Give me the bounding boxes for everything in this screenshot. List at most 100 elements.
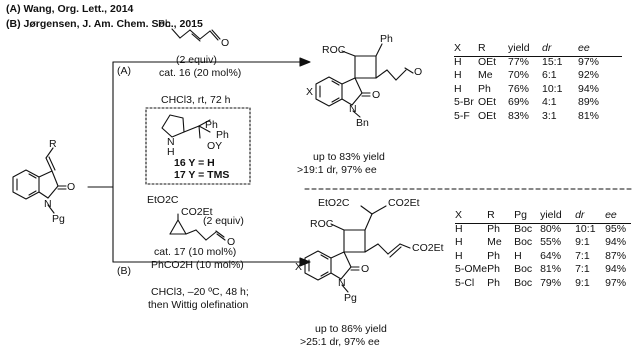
product-a-ph: Ph xyxy=(380,33,393,45)
table-cell: Ph xyxy=(487,222,500,235)
table-cell: H xyxy=(455,222,463,235)
table-b-header-rule xyxy=(455,223,631,224)
table-cell: H xyxy=(455,236,463,249)
catalyst-box-border xyxy=(145,107,251,185)
product-b-ester-right: CO2Et xyxy=(388,197,420,209)
catalyst-ph1-label: Ph xyxy=(205,119,218,131)
table-cell: 80% xyxy=(540,222,562,235)
table-cell: 94% xyxy=(605,236,627,249)
table-cell: Boc xyxy=(514,263,533,276)
table-cell: 94% xyxy=(578,82,600,95)
table-b-header-ee: ee xyxy=(605,209,617,221)
table-cell: 69% xyxy=(508,96,530,109)
table-cell: H xyxy=(455,249,463,262)
table-cell: Me xyxy=(487,236,502,249)
reference-a: (A) Wang, Org. Lett., 2014 xyxy=(6,4,133,15)
table-cell: 79% xyxy=(540,276,562,289)
table-cell: 55% xyxy=(540,236,562,249)
table-cell: 89% xyxy=(578,96,600,109)
table-cell: 15:1 xyxy=(542,55,563,68)
product-b-n: N xyxy=(338,277,346,289)
reagent-a-o-text: O xyxy=(221,37,230,49)
table-cell: Boc xyxy=(514,236,533,249)
route-b-conditions1: CHCl3, –20 ºC, 48 h; xyxy=(151,286,249,298)
route-b-conditions2: then Wittig olefination xyxy=(148,299,249,311)
table-cell: Ph xyxy=(487,276,500,289)
route-b-equiv: (2 equiv) xyxy=(203,215,244,227)
table-cell: OEt xyxy=(478,96,497,109)
table-cell: Ph xyxy=(478,82,491,95)
reagent-a-cinnamaldehyde xyxy=(171,28,221,42)
product-b-ester-left: EtO2C xyxy=(318,197,350,209)
table-cell: 87% xyxy=(605,249,627,262)
table-a-header-ee: ee xyxy=(578,42,590,54)
reagent-b-ester2: CO2Et xyxy=(181,206,213,218)
route-a-outcome-dr: >19:1 dr, 97% ee xyxy=(297,164,377,176)
table-a-header-row: X R yield dr ee xyxy=(454,42,606,56)
table-b-header-r: R xyxy=(487,209,495,221)
catalyst-structure xyxy=(161,114,211,139)
table-cell: Ph xyxy=(487,263,500,276)
route-a-label: (A) xyxy=(117,65,131,77)
catalyst-line1: 16 Y = H xyxy=(174,157,215,169)
catalyst-oy-label: OY xyxy=(207,140,223,152)
substrate-n-label: N xyxy=(44,198,52,210)
catalyst-ph2-label: Ph xyxy=(216,129,229,141)
product-a-o: O xyxy=(372,89,381,101)
table-cell: 64% xyxy=(540,249,562,262)
route-b-outcome-dr: >25:1 dr, 97% ee xyxy=(300,336,380,348)
table-a-header-yield: yield xyxy=(508,42,530,54)
product-b-o: O xyxy=(361,263,370,275)
product-a-bn: Bn xyxy=(356,117,369,129)
product-b-x: X xyxy=(295,261,303,273)
table-cell: 5-Cl xyxy=(455,276,475,289)
table-cell: H xyxy=(454,55,462,68)
table-b-header-dr: dr xyxy=(575,209,585,221)
table-cell: 81% xyxy=(540,263,562,276)
table-cell: 7:1 xyxy=(575,249,590,262)
table-a-header-rule xyxy=(454,56,622,57)
table-cell: 92% xyxy=(578,69,600,82)
substrate-o-label: O xyxy=(67,181,76,193)
table-cell: Ph xyxy=(487,249,500,262)
substrate-pg-label: Pg xyxy=(52,213,65,225)
table-b-header-yield: yield xyxy=(540,209,562,221)
product-a-roc: ROC xyxy=(322,44,346,56)
table-cell: OEt xyxy=(478,55,497,68)
table-b-header-pg: Pg xyxy=(514,209,527,221)
table-b-header-x: X xyxy=(455,209,463,221)
reagent-a-o-label: O xyxy=(221,38,229,49)
route-a-equiv: (2 equiv) xyxy=(176,54,217,66)
table-cell: 3:1 xyxy=(542,109,557,122)
table-cell: 94% xyxy=(605,263,627,276)
table-cell: 97% xyxy=(578,55,600,68)
table-cell: 95% xyxy=(605,222,627,235)
route-b-additive: PhCO2H (10 mol%) xyxy=(151,259,244,271)
table-row: H Me Boc 55% 9:1 94% xyxy=(455,236,631,250)
table-cell: 9:1 xyxy=(575,236,590,249)
substrate-structure xyxy=(12,147,67,214)
table-cell: H xyxy=(454,69,462,82)
route-b-catalyst: cat. 17 (10 mol%) xyxy=(154,246,237,258)
table-a-header-dr: dr xyxy=(542,42,552,54)
product-a-n: N xyxy=(349,103,357,115)
route-b-outcome-yield: up to 86% yield xyxy=(315,323,387,335)
table-cell: 70% xyxy=(508,69,530,82)
product-b-structure xyxy=(304,205,411,293)
reagent-b-cyclopropane xyxy=(169,213,226,241)
table-a-header-x: X xyxy=(454,42,462,54)
reference-b: (B) Jørgensen, J. Am. Chem. Soc., 2015 xyxy=(6,19,203,30)
table-cell: 5-OMe xyxy=(455,263,488,276)
reference-a-text: (A) Wang, Org. Lett., 2014 xyxy=(6,3,134,15)
route-a-catalyst: cat. 16 (20 mol%) xyxy=(159,67,242,79)
reagent-a-ph-text: Ph xyxy=(158,18,171,30)
